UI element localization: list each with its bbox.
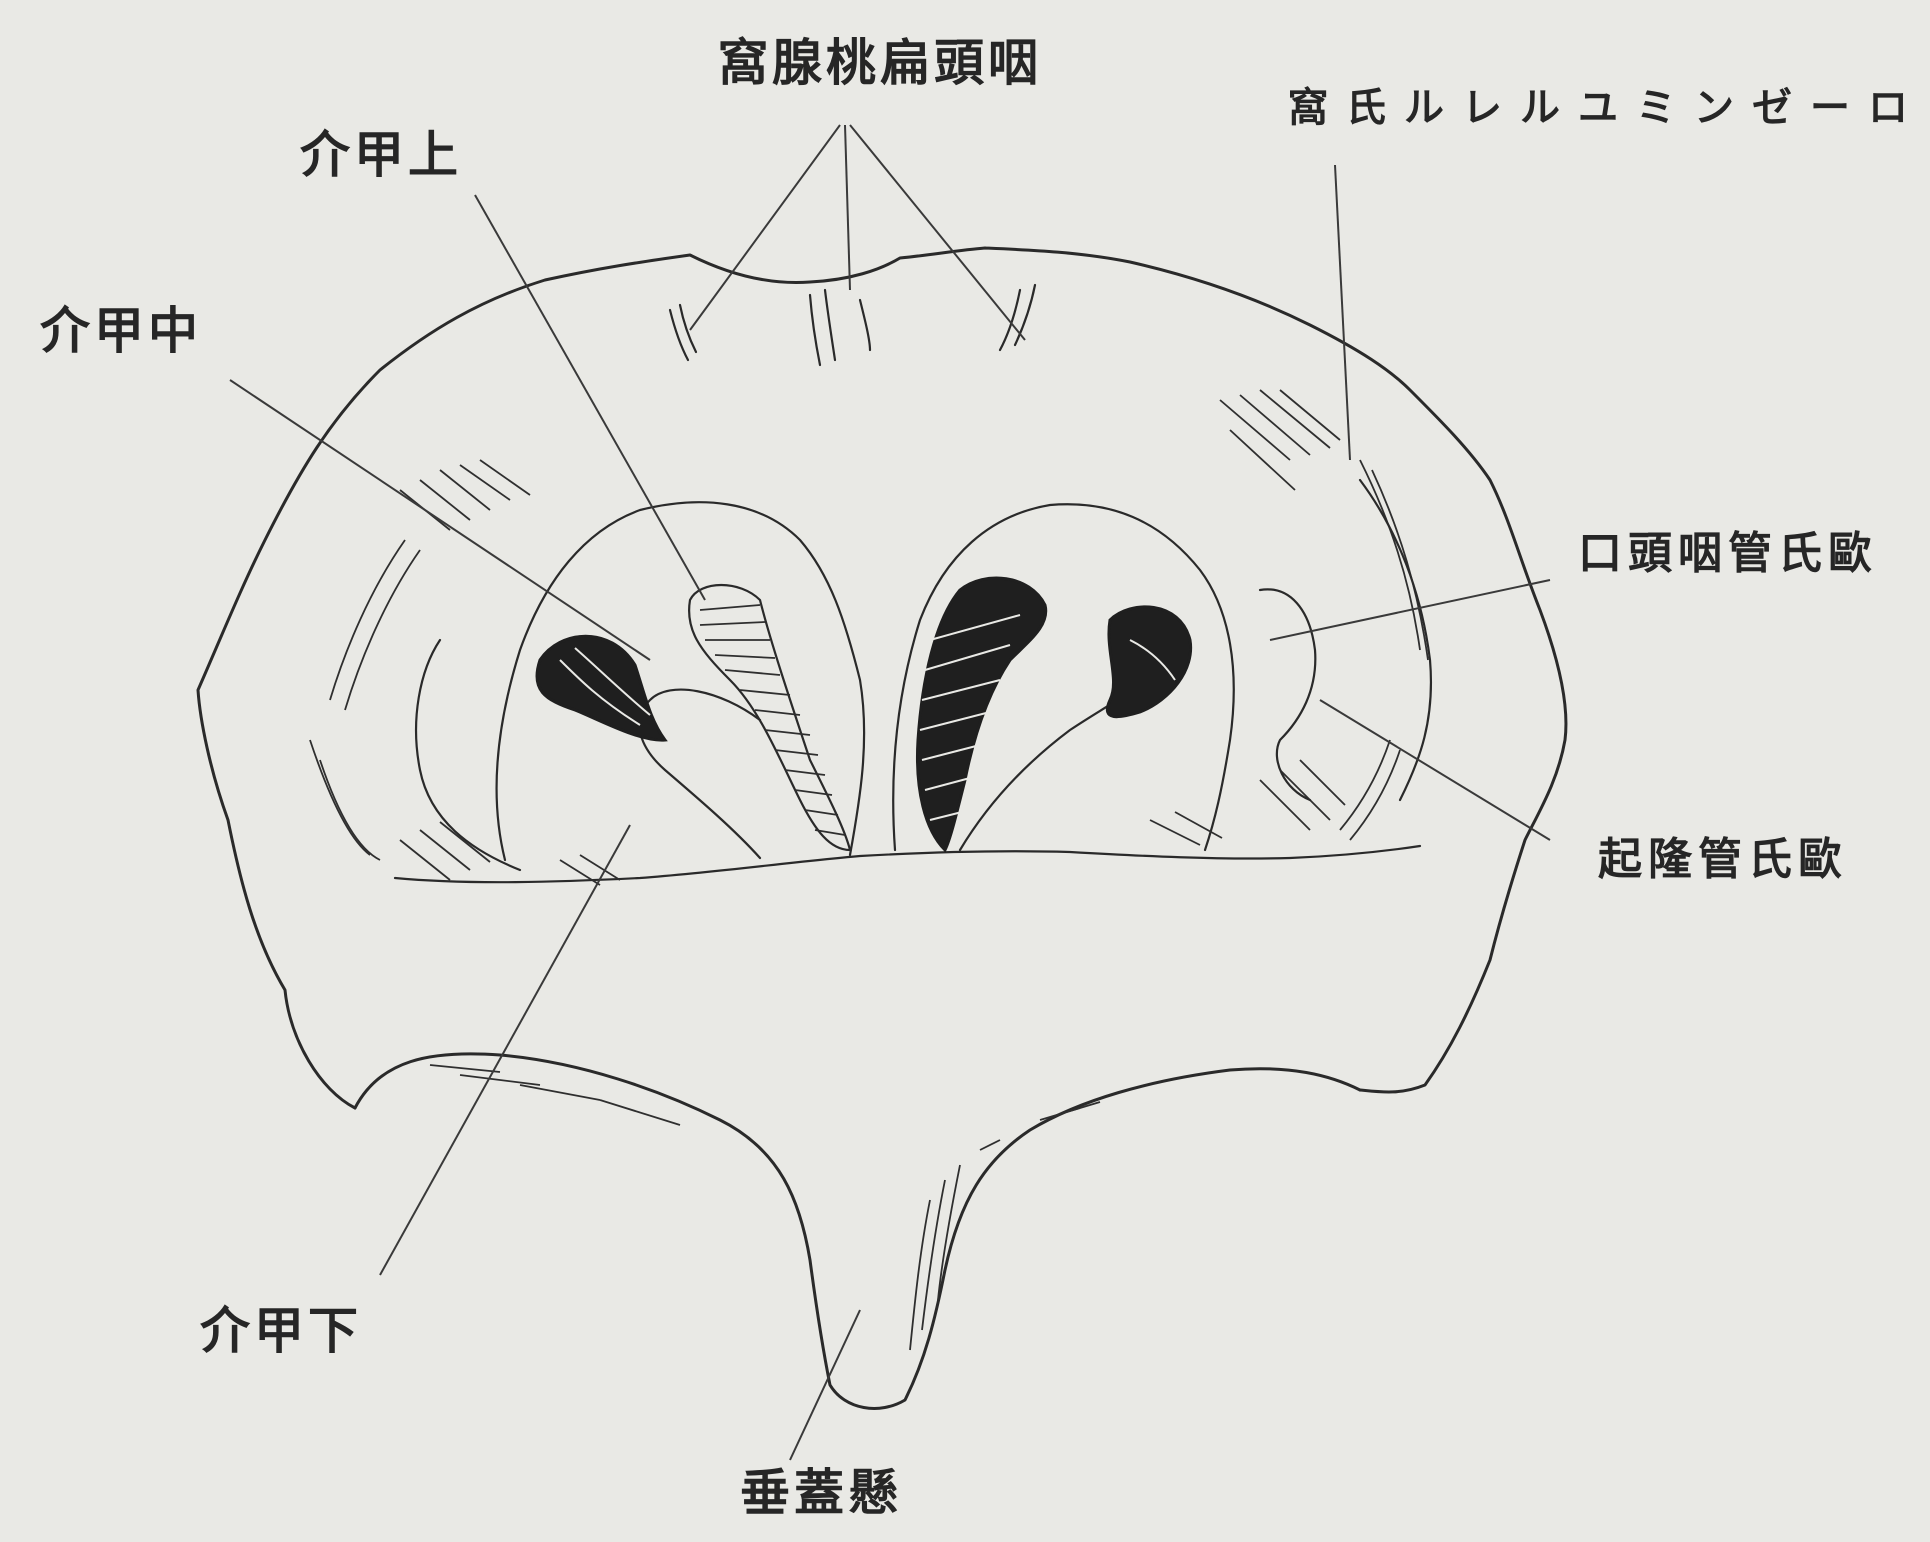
- torus-tubarius-outline: [1260, 589, 1315, 800]
- label-uvula: 垂蓋懸: [740, 1468, 902, 1518]
- leader-inferior-concha: [380, 825, 630, 1275]
- label-middle-concha: 介甲中: [40, 306, 202, 356]
- left-septum-hatching: [700, 605, 845, 835]
- left-wall-fold: [416, 640, 520, 870]
- right-wall-hatching: [1150, 390, 1428, 845]
- label-inferior-concha: 介甲下: [200, 1306, 362, 1356]
- leader-tonsil-1: [690, 125, 840, 330]
- tonsil-fossa-marks: [670, 285, 1035, 365]
- left-middle-meatus: [537, 636, 665, 740]
- soft-palate-outline: [355, 1054, 1360, 1409]
- leader-tonsil-2: [845, 125, 850, 290]
- label-rosenmuller-fossa: 窩氏ルレルユミンゼーロ: [1288, 88, 1926, 128]
- leader-torus: [1320, 700, 1550, 840]
- right-middle-meatus: [1107, 607, 1190, 717]
- nasopharynx-outline: [198, 248, 1566, 1108]
- leader-rosenmuller: [1335, 165, 1350, 460]
- left-choana-inner: [639, 690, 760, 858]
- palate-line: [395, 846, 1420, 882]
- leader-uvula: [790, 1310, 860, 1460]
- leader-middle-concha: [230, 380, 650, 660]
- leader-tonsil-3: [850, 125, 1025, 340]
- uvula-hatching: [430, 1065, 1100, 1350]
- label-torus-tubarius: 起隆管氏歐: [1598, 838, 1848, 882]
- label-pharyngeal-tonsil-fossa: 窩腺桃扁頭咽: [718, 38, 1042, 88]
- label-eustachian-orifice: 口頭咽管氏歐: [1578, 532, 1878, 576]
- leader-eustachian-orifice: [1270, 580, 1550, 640]
- label-superior-concha: 介甲上: [300, 130, 462, 180]
